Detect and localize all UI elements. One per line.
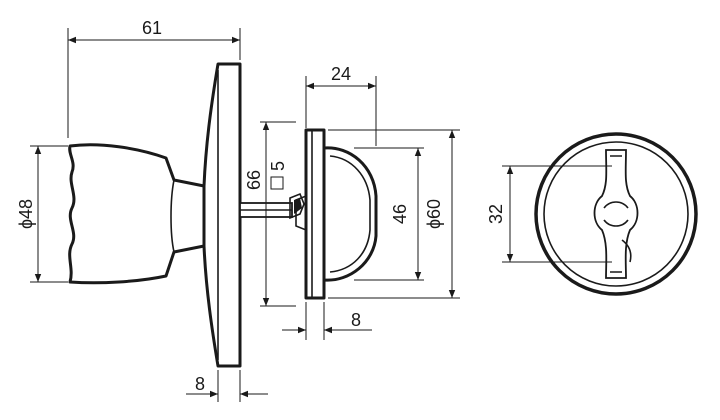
thumbturn-lever: [593, 149, 639, 279]
dimension-phi60: ϕ60: [328, 129, 460, 299]
dimension-label-phi60: ϕ60: [424, 199, 444, 229]
escutcheon-dome-inner: [329, 155, 371, 273]
dimension-label-8-escutcheon: 8: [351, 310, 361, 330]
knob-neck: [170, 179, 175, 253]
dimension-label-32: 32: [486, 204, 506, 224]
thumbturn-lever-inner: [603, 155, 629, 273]
dimension-66: 66: [244, 121, 296, 307]
knob-side-view: [68, 62, 305, 368]
escutcheon-hub: [295, 194, 307, 232]
thumbturn-arc: [621, 239, 632, 263]
escutcheon-side-view: [295, 128, 378, 300]
dimension-8-rose: 8: [186, 370, 268, 402]
knob-grip: [68, 143, 206, 285]
dimension-label-61: 61: [142, 18, 162, 38]
dimension-label-66: 66: [244, 170, 264, 190]
dimension-square-5: 5: [268, 161, 288, 190]
escutcheon-plate: [304, 128, 326, 300]
square-symbol: [270, 176, 284, 190]
dimension-label-46: 46: [390, 204, 410, 224]
front-inner-ring: [543, 141, 689, 287]
rose-plate: [202, 62, 242, 368]
spindle-screw: [289, 192, 305, 220]
dimension-label-phi48: ϕ48: [16, 199, 36, 229]
dimension-32: 32: [486, 165, 612, 263]
escutcheon-dome: [322, 146, 378, 282]
dimension-label-24: 24: [331, 64, 351, 84]
dimension-label-5: 5: [268, 161, 288, 171]
dimension-24: 24: [305, 64, 377, 146]
thumbturn-front-view: [534, 132, 698, 296]
dimension-61: 61: [67, 18, 241, 138]
dimension-label-8-rose: 8: [195, 374, 205, 394]
dimension-46: 46: [354, 147, 424, 281]
dimension-phi48: ϕ48: [16, 145, 68, 283]
dimension-8-escutcheon: 8: [282, 302, 372, 340]
